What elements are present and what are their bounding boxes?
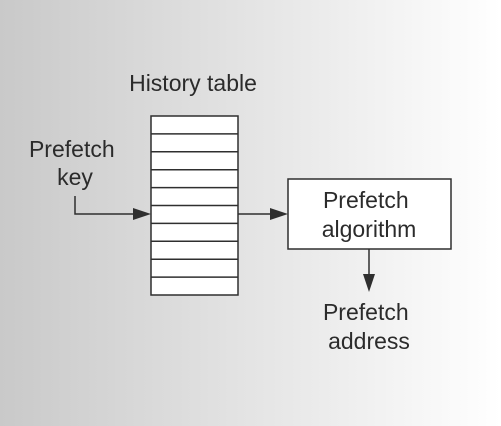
algorithm-to-address-arrow	[363, 249, 375, 292]
prefetch-algorithm-label: Prefetch algorithm	[322, 187, 417, 242]
prefetch-address-line1: Prefetch	[323, 299, 409, 325]
history-table-title: History table	[129, 70, 257, 96]
prefetch-key-line1: Prefetch	[29, 136, 115, 162]
prefetch-address-line2: address	[328, 328, 410, 354]
prefetch-key-line2: key	[57, 164, 93, 190]
prefetch-algorithm-box: Prefetch algorithm	[287, 178, 452, 250]
prefetch-address-label: Prefetch address	[323, 299, 415, 354]
prefetch-key-label: Prefetch key	[29, 136, 121, 190]
history-table	[150, 115, 239, 296]
key-to-table-arrow	[74, 196, 151, 220]
table-to-algorithm-arrow	[238, 208, 288, 220]
prefetch-algorithm-line2: algorithm	[322, 216, 417, 242]
prefetch-algorithm-line1: Prefetch	[323, 187, 409, 213]
